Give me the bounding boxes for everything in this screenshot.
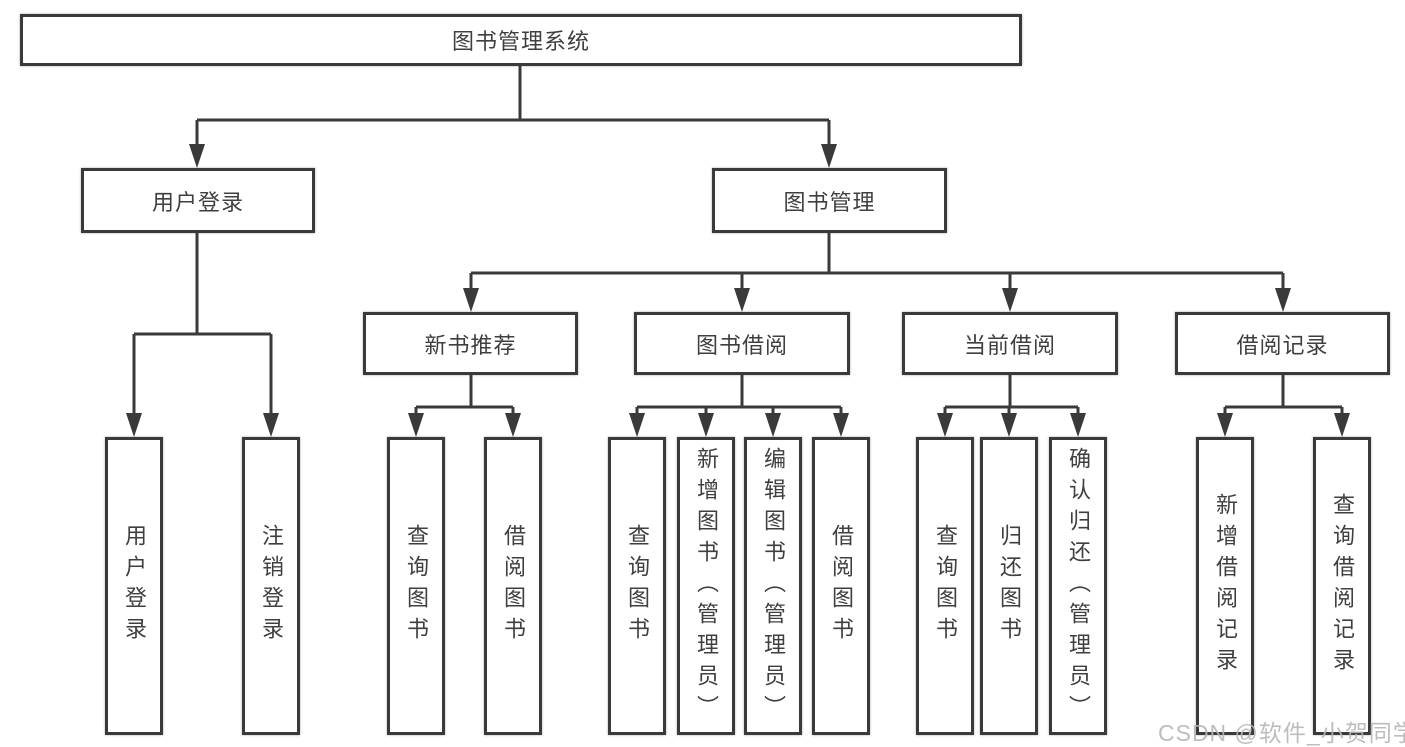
node-label: 借阅记录 — [1236, 332, 1329, 358]
node-label: 当前借阅 — [963, 332, 1056, 358]
leaf-return-books: 归还图书 — [980, 437, 1038, 735]
leaf-user-login: 用户登录 — [105, 437, 163, 735]
node-borrowing-records: 借阅记录 — [1175, 312, 1390, 375]
node-current-borrowing: 当前借阅 — [902, 312, 1118, 375]
leaf-label: 用户登录 — [122, 524, 147, 648]
leaf-logout: 注销登录 — [242, 437, 300, 735]
leaf-label: 确认归还（管理员） — [1066, 446, 1091, 726]
node-book-management: 图书管理 — [712, 168, 947, 233]
leaf-label: 新增图书（管理员） — [694, 446, 719, 726]
leaf-query-books-borrowing: 查询图书 — [608, 437, 666, 735]
leaf-query-books-recommend: 查询图书 — [387, 437, 445, 735]
node-book-borrowing: 图书借阅 — [634, 312, 850, 375]
leaf-query-books-current: 查询图书 — [916, 437, 974, 735]
leaf-label: 归还图书 — [997, 524, 1022, 648]
node-label: 新书推荐 — [424, 332, 517, 358]
leaf-borrow-books-recommend: 借阅图书 — [484, 437, 542, 735]
node-label: 图书管理 — [783, 189, 876, 215]
leaf-borrow-books-borrowing: 借阅图书 — [812, 437, 870, 735]
node-new-book-recommendation: 新书推荐 — [363, 312, 578, 375]
leaf-label: 查询借阅记录 — [1330, 493, 1355, 679]
node-user-login: 用户登录 — [81, 168, 315, 233]
watermark-text: CSDN @软件_小贺同学 — [1158, 720, 1405, 746]
node-library-management-system: 图书管理系统 — [20, 14, 1022, 66]
leaf-label: 查询图书 — [933, 524, 958, 648]
leaf-label: 查询图书 — [625, 524, 650, 648]
leaf-add-books-admin: 新增图书（管理员） — [677, 437, 735, 735]
leaf-label: 查询图书 — [404, 524, 429, 648]
leaf-label: 编辑图书（管理员） — [761, 446, 786, 726]
leaf-label: 新增借阅记录 — [1213, 493, 1238, 679]
leaf-label: 借阅图书 — [829, 524, 854, 648]
leaf-query-borrow-record: 查询借阅记录 — [1313, 437, 1371, 735]
node-label: 图书借阅 — [695, 332, 788, 358]
leaf-confirm-return-admin: 确认归还（管理员） — [1049, 437, 1107, 735]
leaf-add-borrow-record: 新增借阅记录 — [1196, 437, 1254, 735]
leaf-label: 注销登录 — [259, 524, 284, 648]
leaf-label: 借阅图书 — [501, 524, 526, 648]
leaf-edit-books-admin: 编辑图书（管理员） — [744, 437, 802, 735]
node-label: 用户登录 — [151, 189, 244, 215]
node-label: 图书管理系统 — [451, 29, 590, 54]
